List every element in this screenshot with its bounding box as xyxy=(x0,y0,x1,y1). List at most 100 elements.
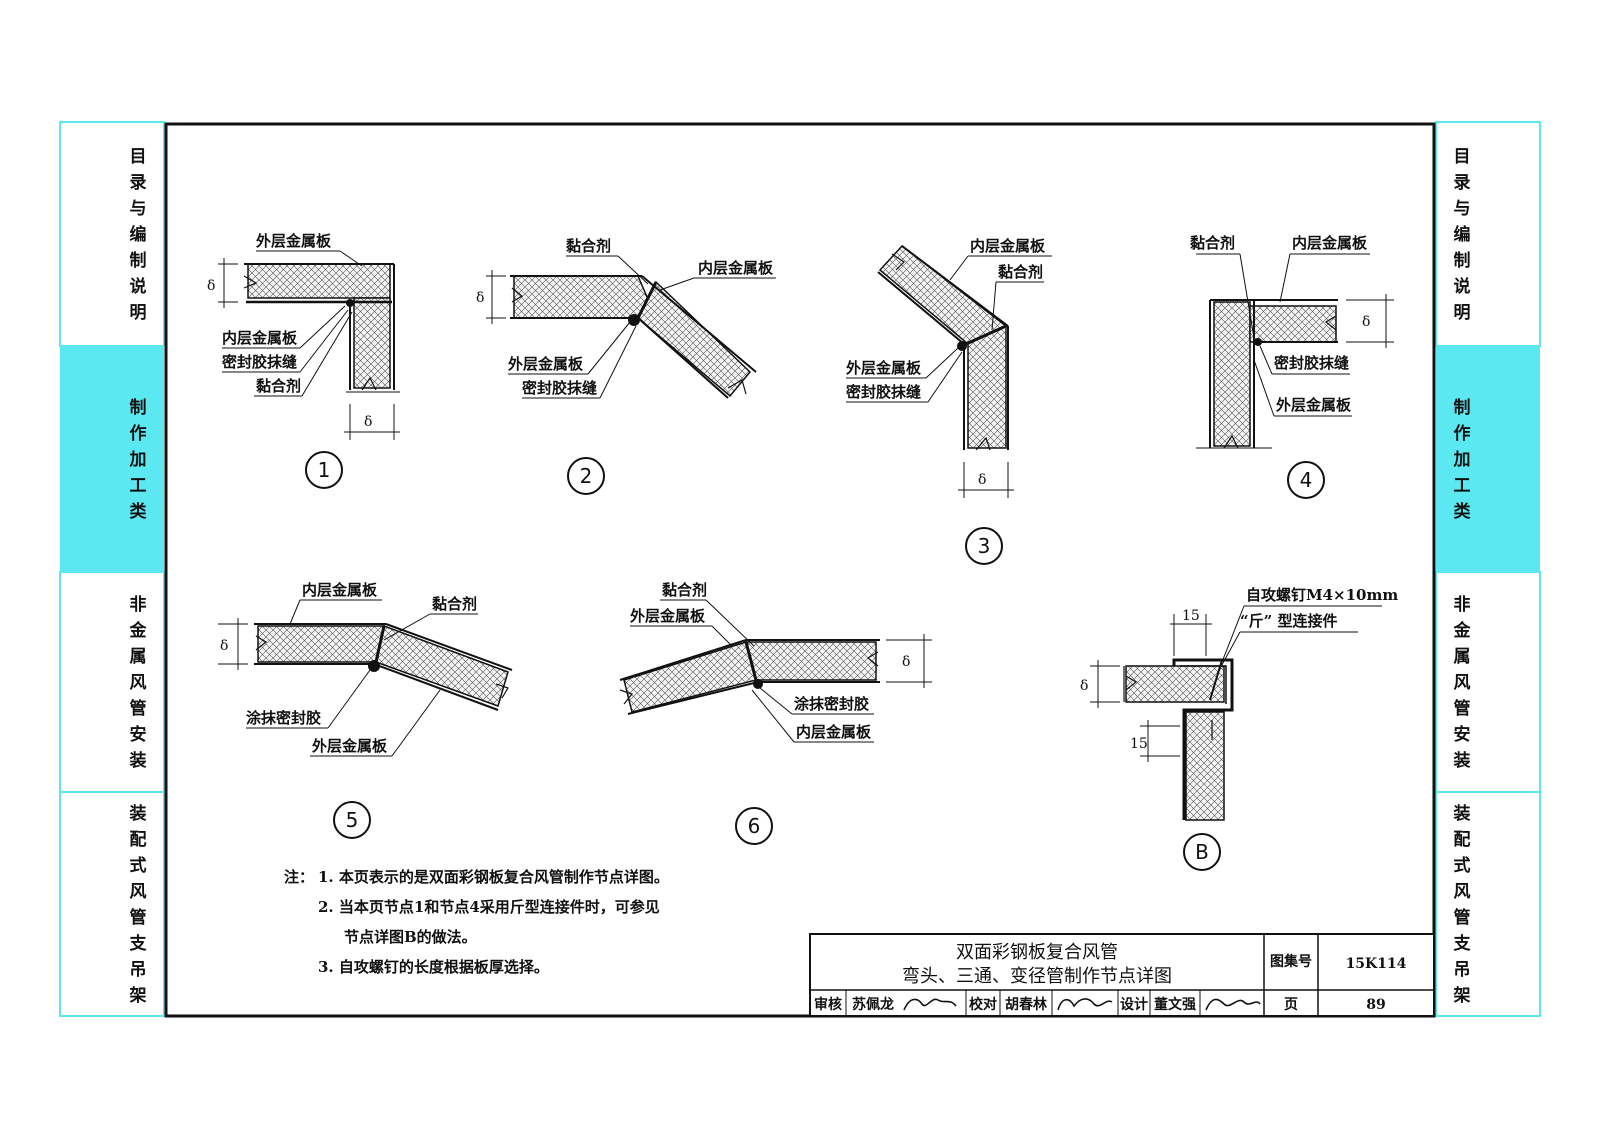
right-tab-2-char: 装 xyxy=(1453,750,1471,771)
right-side-tabs xyxy=(1435,121,1541,1017)
d2-label-outer: 外层金属板 xyxy=(507,355,584,373)
left-tab-1-char: 工 xyxy=(130,476,147,496)
page-label: 页 xyxy=(1284,997,1298,1013)
page-number: 89 xyxy=(1366,997,1385,1013)
d6-delta: δ xyxy=(902,654,910,670)
left-tab-0-char: 与 xyxy=(130,199,147,219)
reviewer-name: 苏佩龙 xyxy=(852,996,894,1013)
left-tab-3-char: 管 xyxy=(130,907,147,928)
atlas-label: 图集号 xyxy=(1270,953,1312,970)
left-tab-3-char: 吊 xyxy=(130,960,147,980)
d1-label-sealant: 密封胶抹缝 xyxy=(222,353,297,371)
d5-label-adhesive: 黏合剂 xyxy=(432,595,477,613)
d1-label-outer: 外层金属板 xyxy=(255,232,332,250)
d5-label-outer: 外层金属板 xyxy=(311,737,388,755)
d3-label-adhesive: 黏合剂 xyxy=(998,263,1043,281)
left-tab-active-bg xyxy=(60,346,164,572)
right-tab-1-char: 类 xyxy=(1454,501,1472,522)
right-tab-0-char: 目 xyxy=(1454,147,1471,167)
d6-number: 6 xyxy=(748,814,761,838)
d4-label-sealant: 密封胶抹缝 xyxy=(1274,354,1349,372)
d6-label-inner: 内层金属板 xyxy=(796,723,872,741)
d4-label-outer: 外层金属板 xyxy=(1275,396,1352,414)
d6-label-outer: 外层金属板 xyxy=(629,607,706,625)
db-delta: δ xyxy=(1080,678,1088,694)
right-tab-3-char: 支 xyxy=(1454,933,1472,954)
d2-delta: δ xyxy=(476,290,484,306)
right-tab-1-char: 制 xyxy=(1454,397,1471,418)
detail-5: δ 内层金属板 黏合剂 涂抹密封胶 外层金属板 5 xyxy=(218,581,513,839)
left-tab-0-char: 目 xyxy=(130,147,147,167)
left-side-tabs xyxy=(59,121,165,1017)
left-tab-3-char: 式 xyxy=(130,855,147,876)
right-tab-2-char: 属 xyxy=(1454,647,1471,667)
note-3: 3. 自攻螺钉的长度根据板厚选择。 xyxy=(318,958,549,976)
designer-signature xyxy=(1205,998,1261,1011)
db-number: B xyxy=(1195,840,1209,864)
review-label: 审核 xyxy=(814,996,842,1013)
left-tab-1-char: 类 xyxy=(130,501,148,522)
db-label-screw: 自攻螺钉M4×10mm xyxy=(1246,586,1398,604)
left-tab-3-char: 架 xyxy=(130,985,147,1006)
right-tab-3-char: 装 xyxy=(1453,803,1471,824)
d3-number: 3 xyxy=(978,534,991,558)
d2-label-inner: 内层金属板 xyxy=(698,259,774,277)
left-tab-0-char: 制 xyxy=(130,250,147,271)
right-tab-1-char: 加 xyxy=(1453,450,1471,470)
d2-label-adhesive: 黏合剂 xyxy=(566,237,611,255)
db-dim-top: 15 xyxy=(1182,608,1200,624)
right-tab-2-char: 安 xyxy=(1454,724,1471,745)
db-label-connector: “斤” 型连接件 xyxy=(1240,612,1337,630)
right-tab-1-char: 作 xyxy=(1454,423,1471,444)
right-tab-1-char: 工 xyxy=(1454,476,1471,496)
detail-3: δ 内层金属板 黏合剂 外层金属板 密封胶抹缝 3 xyxy=(845,237,1052,565)
d1-delta-left: δ xyxy=(207,278,215,294)
checker-signature xyxy=(1057,998,1113,1011)
d1-label-adhesive: 黏合剂 xyxy=(256,377,301,395)
right-tab-0-char: 录 xyxy=(1454,173,1471,193)
detail-4: δ 黏合剂 内层金属板 密封胶抹缝 外层金属板 4 xyxy=(1190,234,1394,499)
right-tab-3-char: 管 xyxy=(1454,907,1471,928)
right-tab-0-char: 制 xyxy=(1454,250,1471,271)
right-tab-2-char: 非 xyxy=(1454,594,1471,615)
right-tab-0-char: 编 xyxy=(1454,224,1471,245)
left-tab-1-char: 加 xyxy=(129,450,147,470)
note-2: 2. 当本页节点1和节点4采用斤型连接件时，可参见 xyxy=(318,898,660,916)
d2-number: 2 xyxy=(580,464,593,488)
right-tab-3-char: 式 xyxy=(1454,855,1471,876)
checker-name: 胡春林 xyxy=(1005,996,1047,1013)
title-block: 双面彩钢板复合风管 弯头、三通、变径管制作节点详图 图集号 15K114 页 8… xyxy=(809,933,1435,1017)
left-tab-3-char: 支 xyxy=(130,933,148,954)
note-1: 1. 本页表示的是双面彩钢板复合风管制作节点详图。 xyxy=(318,868,669,886)
left-tab-0-char: 录 xyxy=(130,173,147,193)
d5-label-sealant: 涂抹密封胶 xyxy=(246,709,321,727)
design-label: 设计 xyxy=(1120,996,1148,1013)
d1-number: 1 xyxy=(318,458,331,482)
left-tab-2-char: 安 xyxy=(130,724,147,745)
right-tab-2-char: 金 xyxy=(1453,620,1472,641)
left-tab-2-char: 金 xyxy=(129,620,148,641)
d4-label-adhesive: 黏合剂 xyxy=(1190,234,1235,252)
right-tab-0-char: 与 xyxy=(1454,199,1471,219)
d4-label-inner: 内层金属板 xyxy=(1292,234,1368,252)
left-tab-0-char: 说 xyxy=(130,276,147,297)
right-tab-0-char: 明 xyxy=(1454,303,1471,323)
right-tab-0-char: 说 xyxy=(1454,276,1471,297)
d1-delta-bottom: δ xyxy=(364,414,372,430)
left-tab-0-char: 编 xyxy=(130,224,147,245)
reviewer-signature xyxy=(903,998,957,1011)
d4-delta: δ xyxy=(1362,314,1370,330)
notes-prefix: 注： xyxy=(284,868,314,886)
d3-label-inner: 内层金属板 xyxy=(970,237,1046,255)
right-tab-3-char: 吊 xyxy=(1454,960,1471,980)
atlas-number: 15K114 xyxy=(1346,956,1407,972)
d4-number: 4 xyxy=(1300,468,1313,492)
title-line-1: 双面彩钢板复合风管 xyxy=(956,942,1118,963)
title-line-2: 弯头、三通、变径管制作节点详图 xyxy=(902,966,1172,987)
detail-6: δ 黏合剂 外层金属板 涂抹密封胶 内层金属板 6 xyxy=(619,581,932,845)
d3-label-sealant: 密封胶抹缝 xyxy=(846,383,921,401)
d5-delta: δ xyxy=(220,638,228,654)
left-tab-1-char: 作 xyxy=(130,423,147,444)
right-tab-2-char: 管 xyxy=(1454,698,1471,719)
